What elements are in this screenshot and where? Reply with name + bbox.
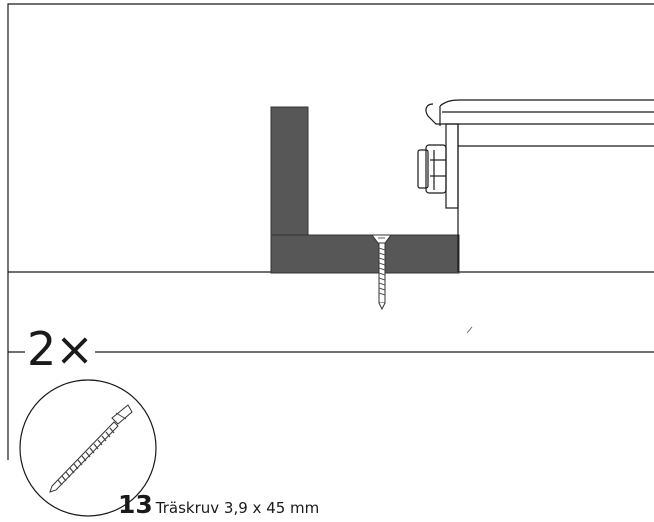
side-panel (270, 106, 460, 274)
wood-screw-icon (49, 404, 133, 493)
cabinet-icon (417, 99, 654, 272)
frame-outline (7, 3, 654, 460)
quantity-label: 2× (25, 322, 95, 376)
part-callout (19, 379, 157, 517)
part-description: Träskruv 3,9 x 45 mm (155, 499, 320, 517)
tick-mark (466, 326, 473, 334)
part-number: 13 (118, 490, 153, 519)
inserted-screw (371, 234, 392, 311)
